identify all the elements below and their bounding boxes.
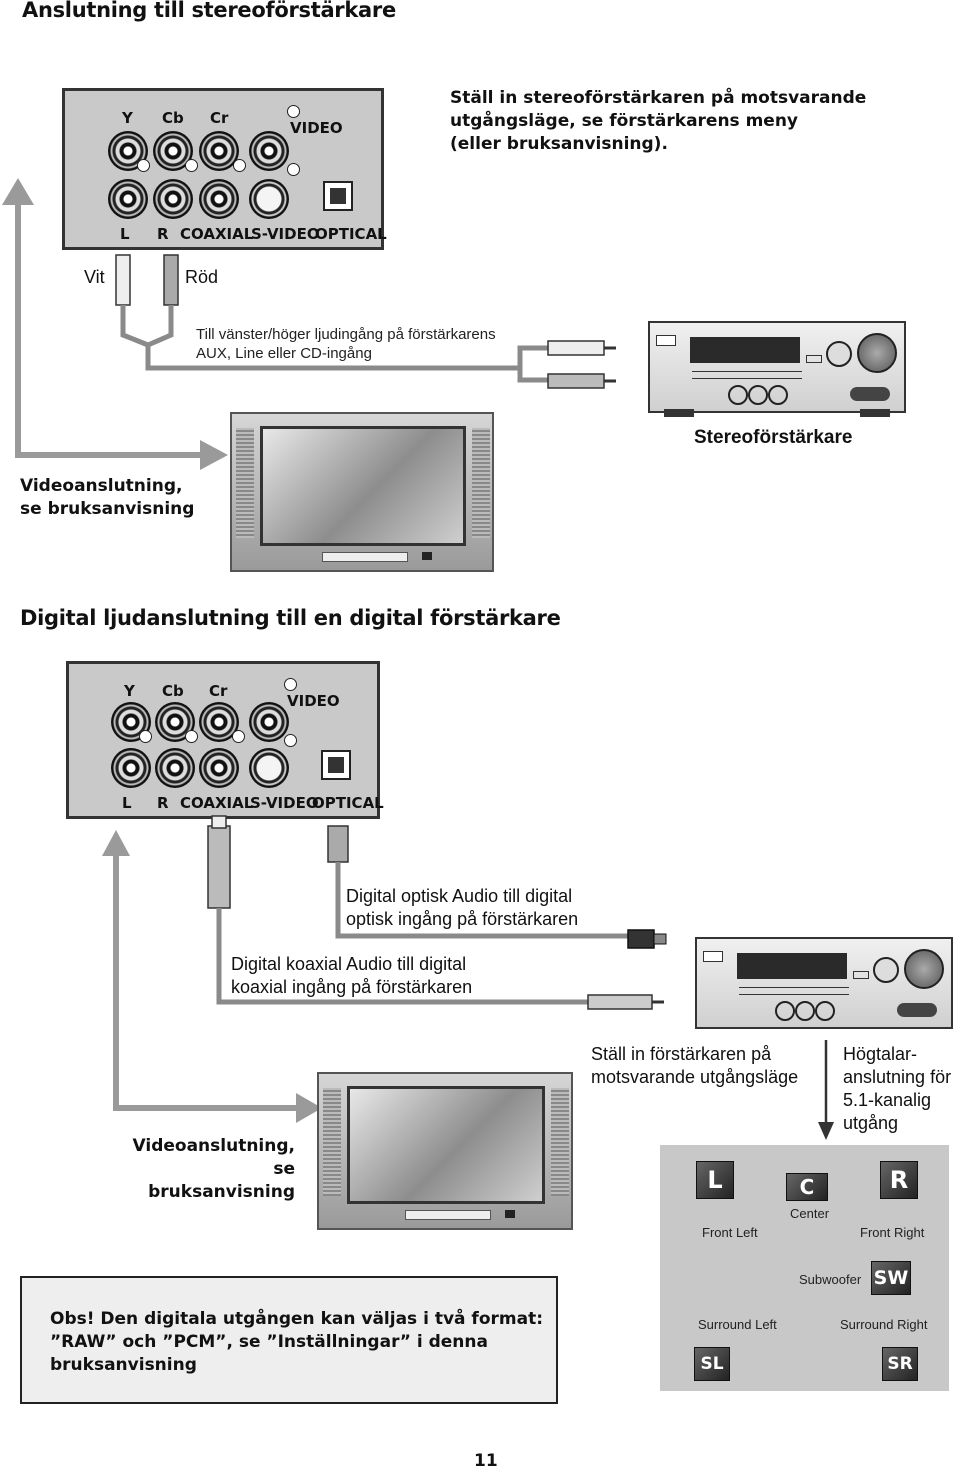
digital-amplifier <box>695 937 953 1029</box>
panel-label-svideo: S-VIDEO <box>250 794 319 812</box>
speaker-subwoofer-label: Subwoofer <box>799 1272 862 1287</box>
jack-video <box>249 702 289 742</box>
obs-note-box: Obs! Den digitala utgången kan väljas i … <box>20 1276 558 1404</box>
indicator-icon <box>137 159 150 172</box>
indicator-icon <box>284 734 297 747</box>
speaker-subwoofer-icon: SW <box>871 1261 911 1295</box>
indicator-icon <box>232 730 245 743</box>
television <box>317 1072 573 1230</box>
speaker-front-left-label: Front Left <box>702 1225 758 1240</box>
panel-label-coaxial: COAXIAL <box>180 225 254 243</box>
amp-mode-note: Ställ in förstärkaren på motsvarande utg… <box>591 1044 799 1087</box>
panel-label-svideo: S-VIDEO <box>251 225 320 243</box>
indicator-icon <box>185 730 198 743</box>
speaker-front-right-icon: R <box>880 1161 918 1199</box>
panel-label-optical: OPTICAL <box>312 794 384 812</box>
jack-r <box>153 179 193 219</box>
jack-svideo <box>249 179 289 219</box>
jack-l <box>111 748 151 788</box>
speaker-front-right-label: Front Right <box>860 1225 925 1240</box>
coaxial-note: Digital koaxial Audio till digital koaxi… <box>231 954 473 997</box>
panel-label-cr: Cr <box>209 682 228 700</box>
panel-label-y: Y <box>124 682 135 700</box>
obs-note: Obs! Den digitala utgången kan väljas i … <box>50 1309 543 1375</box>
speaker-center-icon: C <box>786 1173 828 1201</box>
optical-note: Digital optisk Audio till digital optisk… <box>346 886 579 929</box>
speaker-layout: L Front Left C Center R Front Right Subw… <box>660 1145 949 1391</box>
page-number: 11 <box>474 1451 498 1471</box>
speaker-surround-left-icon: SL <box>694 1347 730 1381</box>
optical-port-icon <box>323 181 353 211</box>
indicator-icon <box>287 163 300 176</box>
jack-l <box>108 179 148 219</box>
speaker-note: Högtalar- anslutning för 5.1-kanalig utg… <box>843 1044 952 1133</box>
amplifier-label: Stereoförstärkare <box>694 427 853 448</box>
speaker-center-label: Center <box>790 1206 830 1221</box>
video-note-2: Videoanslutning, se bruksanvisning <box>132 1136 295 1202</box>
television <box>230 412 494 572</box>
speaker-surround-right-icon: SR <box>882 1347 918 1381</box>
section2-cables <box>102 815 834 1140</box>
jack-coaxial <box>199 179 239 219</box>
rear-panel-2: Y Cb Cr VIDEO L R COAXIAL S-VIDEO OPTICA… <box>66 661 384 819</box>
jack-video <box>249 131 289 171</box>
panel-label-y: Y <box>122 109 133 127</box>
stereo-amplifier <box>648 321 906 417</box>
panel-label-video: VIDEO <box>287 692 340 710</box>
panel-label-video: VIDEO <box>290 119 343 137</box>
section1-cables <box>2 178 616 470</box>
cable-note: Till vänster/höger ljudingång på förstär… <box>196 326 496 362</box>
speaker-surround-left-label: Surround Left <box>698 1317 777 1332</box>
panel-label-cb: Cb <box>162 109 184 127</box>
indicator-icon <box>233 159 246 172</box>
panel-label-r: R <box>157 225 169 243</box>
jack-r <box>155 748 195 788</box>
optical-port-icon <box>321 750 351 780</box>
speaker-front-left-icon: L <box>696 1161 734 1199</box>
indicator-icon <box>185 159 198 172</box>
panel-label-r: R <box>157 794 169 812</box>
panel-label-l: L <box>122 794 132 812</box>
plug-red-label: Röd <box>185 267 219 287</box>
panel-label-cb: Cb <box>162 682 184 700</box>
indicator-icon <box>287 105 300 118</box>
panel-label-optical: OPTICAL <box>315 225 387 243</box>
amp-instruction: Ställ in stereoförstärkaren på motsvaran… <box>450 88 867 154</box>
speaker-surround-right-label: Surround Right <box>840 1317 928 1332</box>
jack-svideo <box>249 748 289 788</box>
panel-label-cr: Cr <box>210 109 229 127</box>
video-note-1: Videoanslutning, se bruksanvisning <box>20 476 195 519</box>
section2-title: Digital ljudanslutning till en digital f… <box>20 606 561 630</box>
jack-coaxial <box>199 748 239 788</box>
panel-label-coaxial: COAXIAL <box>180 794 254 812</box>
indicator-icon <box>139 730 152 743</box>
page-title: Anslutning till stereoförstärkare <box>22 0 396 22</box>
rear-panel-1: Y Cb Cr VIDEO L R COAXIAL S-VIDEO OPTICA… <box>62 88 387 250</box>
plug-white-label: Vit <box>84 267 105 287</box>
panel-label-l: L <box>120 225 130 243</box>
indicator-icon <box>284 678 297 691</box>
jack-cr <box>199 131 239 171</box>
